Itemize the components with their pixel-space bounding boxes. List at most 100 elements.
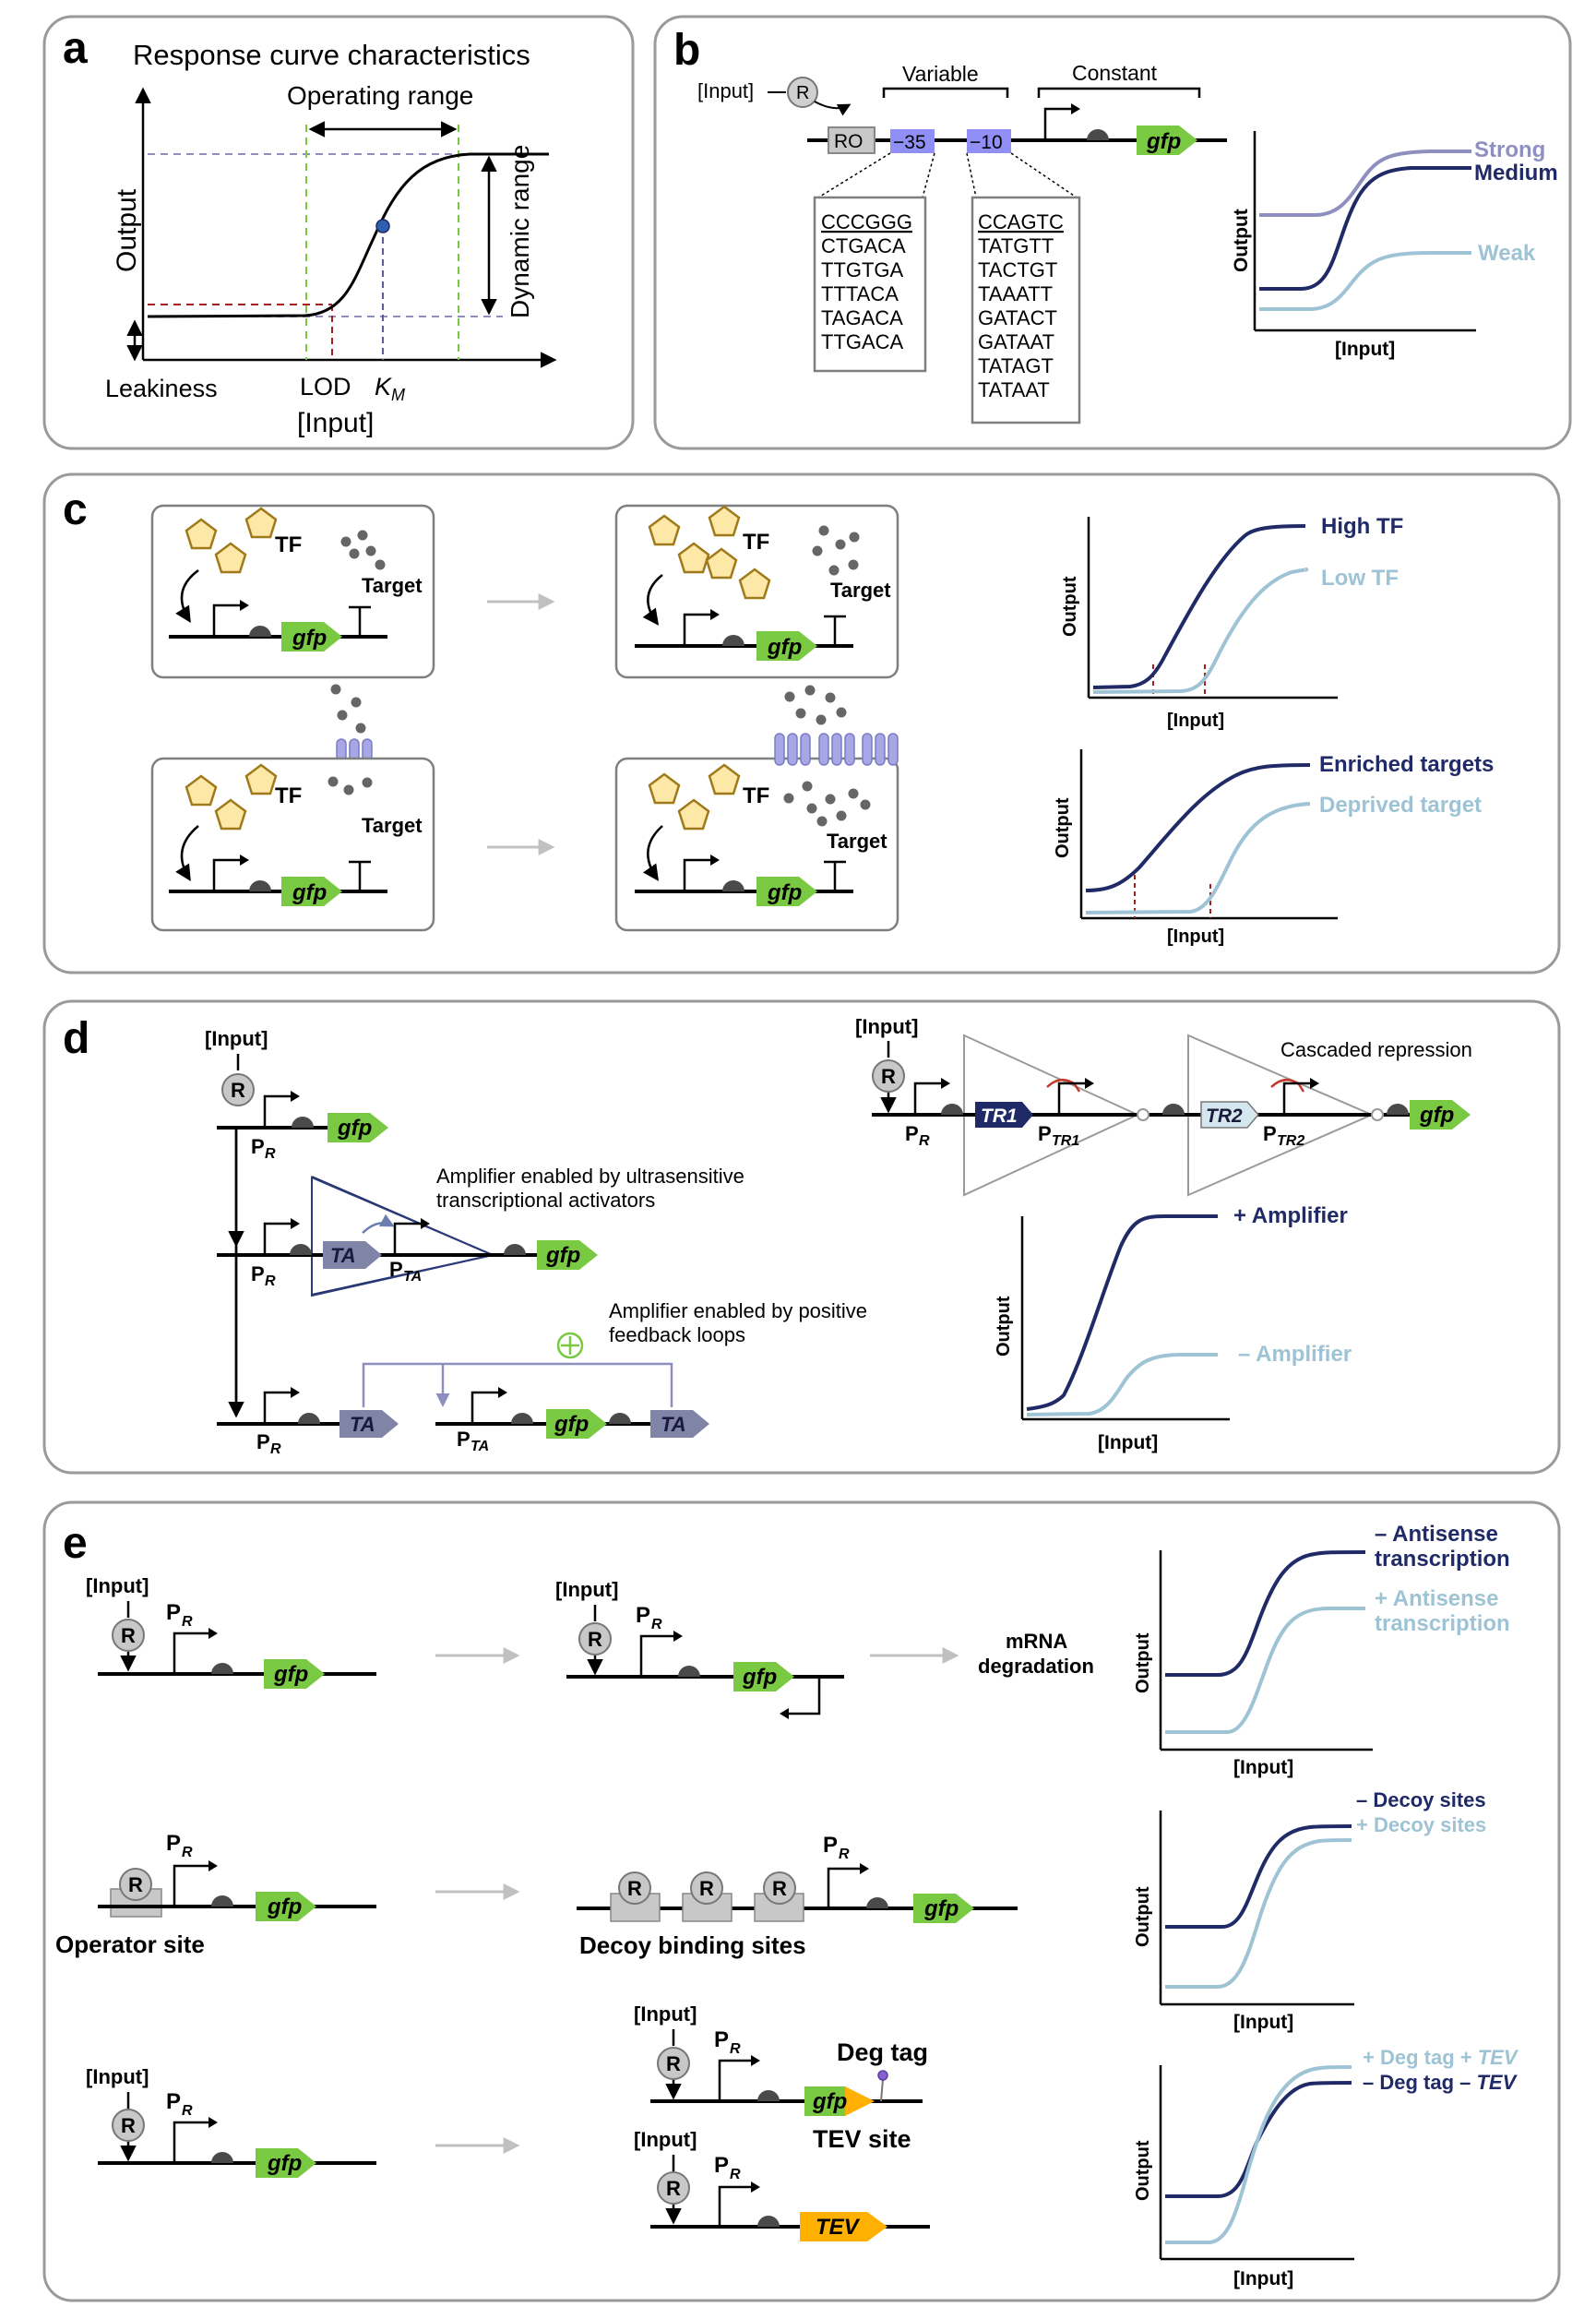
panel-e-plus-decoy-label: + Decoy sites xyxy=(1356,1813,1486,1836)
svg-text:TR1: TR1 xyxy=(981,1106,1018,1127)
panel-e-decoy-label: Decoy binding sites xyxy=(579,1931,806,1959)
panel-c-enriched-label: Enriched targets xyxy=(1319,752,1494,777)
panel-a-dynamic-range-label: Dynamic range xyxy=(506,145,534,318)
svg-text:P: P xyxy=(905,1122,919,1145)
svg-text:R: R xyxy=(121,1624,136,1647)
panel-d-plot-output-label: Output xyxy=(994,1296,1014,1357)
panel-d-cascade-label: Cascaded repression xyxy=(1280,1038,1472,1061)
svg-text:Target: Target xyxy=(362,574,423,597)
panel-b-xlabel: [Input] xyxy=(1335,339,1395,360)
svg-text:P: P xyxy=(166,2089,181,2114)
svg-text:gfp: gfp xyxy=(767,880,802,905)
svg-text:TF: TF xyxy=(743,783,769,808)
svg-text:TF: TF xyxy=(275,783,302,808)
panel-b-ro-label: RO xyxy=(834,131,864,152)
svg-text:R: R xyxy=(772,1877,787,1900)
svg-text:Target: Target xyxy=(827,830,887,853)
svg-text:[Input]: [Input] xyxy=(634,2128,697,2151)
svg-text:R: R xyxy=(265,1146,276,1162)
panel-c-deprived-label: Deprived target xyxy=(1319,793,1482,818)
svg-text:P: P xyxy=(636,1603,650,1628)
panel-c-low-tf-curve xyxy=(1092,568,1309,694)
svg-text:TA: TA xyxy=(403,1269,422,1285)
panel-d-input-left: [Input] xyxy=(205,1027,268,1050)
svg-text:gfp: gfp xyxy=(292,626,327,651)
svg-text:P: P xyxy=(251,1135,265,1158)
panel-e-plot3-plus-deg-curve xyxy=(1165,2065,1352,2244)
panel-c-high-tf-label: High TF xyxy=(1321,514,1403,539)
panel-d-amp-fb-line2: feedback loops xyxy=(609,1323,745,1346)
svg-text:TF: TF xyxy=(743,530,769,555)
svg-text:R: R xyxy=(588,1628,602,1651)
svg-text:TATAAT: TATAAT xyxy=(978,378,1050,401)
panel-e-deg-tag-label: Deg tag xyxy=(837,2038,928,2066)
panel-d-cascade: TR1 TR2 gfp P R P TR1 P TR2 xyxy=(872,1034,1471,1197)
panel-e-row3-tev-construct: [Input] R P R TEV xyxy=(634,2128,930,2241)
panel-e-minus-anti-2: transcription xyxy=(1375,1547,1510,1572)
svg-text:gfp: gfp xyxy=(267,2151,302,2176)
panel-c-cell-top-right: TF Target gfp xyxy=(614,504,899,679)
svg-text:gfp: gfp xyxy=(273,1662,308,1687)
panel-e-plot3-output-label: Output xyxy=(1133,2140,1153,2201)
svg-text:gfp: gfp xyxy=(767,635,802,660)
svg-text:R: R xyxy=(919,1133,930,1149)
svg-text:R: R xyxy=(666,2052,681,2075)
svg-text:TA: TA xyxy=(350,1413,375,1436)
panel-e-plot3-axes xyxy=(1159,2065,1354,2261)
panel-b-gfp-label: gfp xyxy=(1146,129,1181,154)
svg-text:gfp: gfp xyxy=(812,2089,847,2114)
panel-c-plot-bottom-xlabel: [Input] xyxy=(1167,926,1224,947)
panel-b-minus10-box xyxy=(967,129,1011,153)
panel-c-deprived-curve xyxy=(1085,802,1311,914)
panel-e-plus-anti-1: + Antisense xyxy=(1375,1586,1499,1611)
panel-e-mrna-line1: mRNA xyxy=(1006,1630,1067,1653)
panel-a-response-curve xyxy=(147,152,549,318)
panel-e-plot1-minus-anti-curve xyxy=(1165,1550,1366,1677)
panel-b-regulator xyxy=(787,77,818,108)
svg-text:R: R xyxy=(666,2177,681,2200)
svg-text:TTGACA: TTGACA xyxy=(821,330,904,353)
svg-text:CCCGGG: CCCGGG xyxy=(821,210,912,233)
panel-c-high-tf-curve xyxy=(1092,524,1306,689)
panel-d-plot-axes xyxy=(1020,1216,1230,1421)
panel-a-operating-range-label: Operating range xyxy=(287,81,473,110)
svg-text:R: R xyxy=(699,1877,714,1900)
panel-b-minus10-sequences: CCAGTC TATGTT TACTGT TAAATT GATACT GATAA… xyxy=(978,210,1064,401)
svg-text:TTGTGA: TTGTGA xyxy=(821,258,904,281)
panel-b-zoom-lines xyxy=(817,152,1078,198)
svg-text:R: R xyxy=(651,1617,662,1632)
panel-b-minus35-box xyxy=(890,129,935,153)
panel-b-medium-curve xyxy=(1259,166,1471,291)
panel-a-km-subscript: M xyxy=(391,386,405,404)
svg-text:gfp: gfp xyxy=(554,1412,589,1437)
svg-text:gfp: gfp xyxy=(267,1895,302,1919)
panel-a-guides xyxy=(148,125,503,360)
panel-c-plot-bottom-output-label: Output xyxy=(1053,797,1073,858)
svg-text:TTTACA: TTTACA xyxy=(821,282,899,305)
panel-c-plot-top-output-label: Output xyxy=(1060,576,1080,637)
panel-b-strong-label: Strong xyxy=(1474,137,1545,162)
panel-c-enriched-curve xyxy=(1085,763,1311,892)
svg-text:R: R xyxy=(270,1441,281,1457)
svg-text:TAGACA: TAGACA xyxy=(821,306,903,329)
panel-b-output-label: Output xyxy=(1231,209,1252,272)
panel-e-plot2-axes xyxy=(1159,1811,1354,2006)
svg-text:TATGTT: TATGTT xyxy=(978,234,1054,257)
panel-b-letter: b xyxy=(673,26,700,75)
panel-e-tev-site-label: TEV site xyxy=(813,2125,911,2153)
panel-e-plot1-xlabel: [Input] xyxy=(1233,1757,1293,1778)
panel-d-plot-xlabel: [Input] xyxy=(1098,1432,1158,1453)
svg-text:P: P xyxy=(823,1833,838,1858)
svg-text:R: R xyxy=(730,2167,741,2182)
panel-e-plus-deg-label: + Deg tag + TEV xyxy=(1363,2046,1519,2069)
panel-e-row1-left: [Input] R P R gfp xyxy=(86,1574,376,1689)
svg-text:P: P xyxy=(1263,1122,1277,1145)
svg-text:TA: TA xyxy=(330,1244,356,1267)
panel-a-km-label: K xyxy=(375,373,392,400)
panel-d-frame xyxy=(42,999,1561,1475)
svg-text:gfp: gfp xyxy=(337,1116,372,1141)
svg-text:TF: TF xyxy=(275,532,302,557)
svg-text:R: R xyxy=(128,1873,143,1896)
panel-a-output-label: Output xyxy=(112,188,142,272)
panel-b-ro-box xyxy=(828,126,875,154)
